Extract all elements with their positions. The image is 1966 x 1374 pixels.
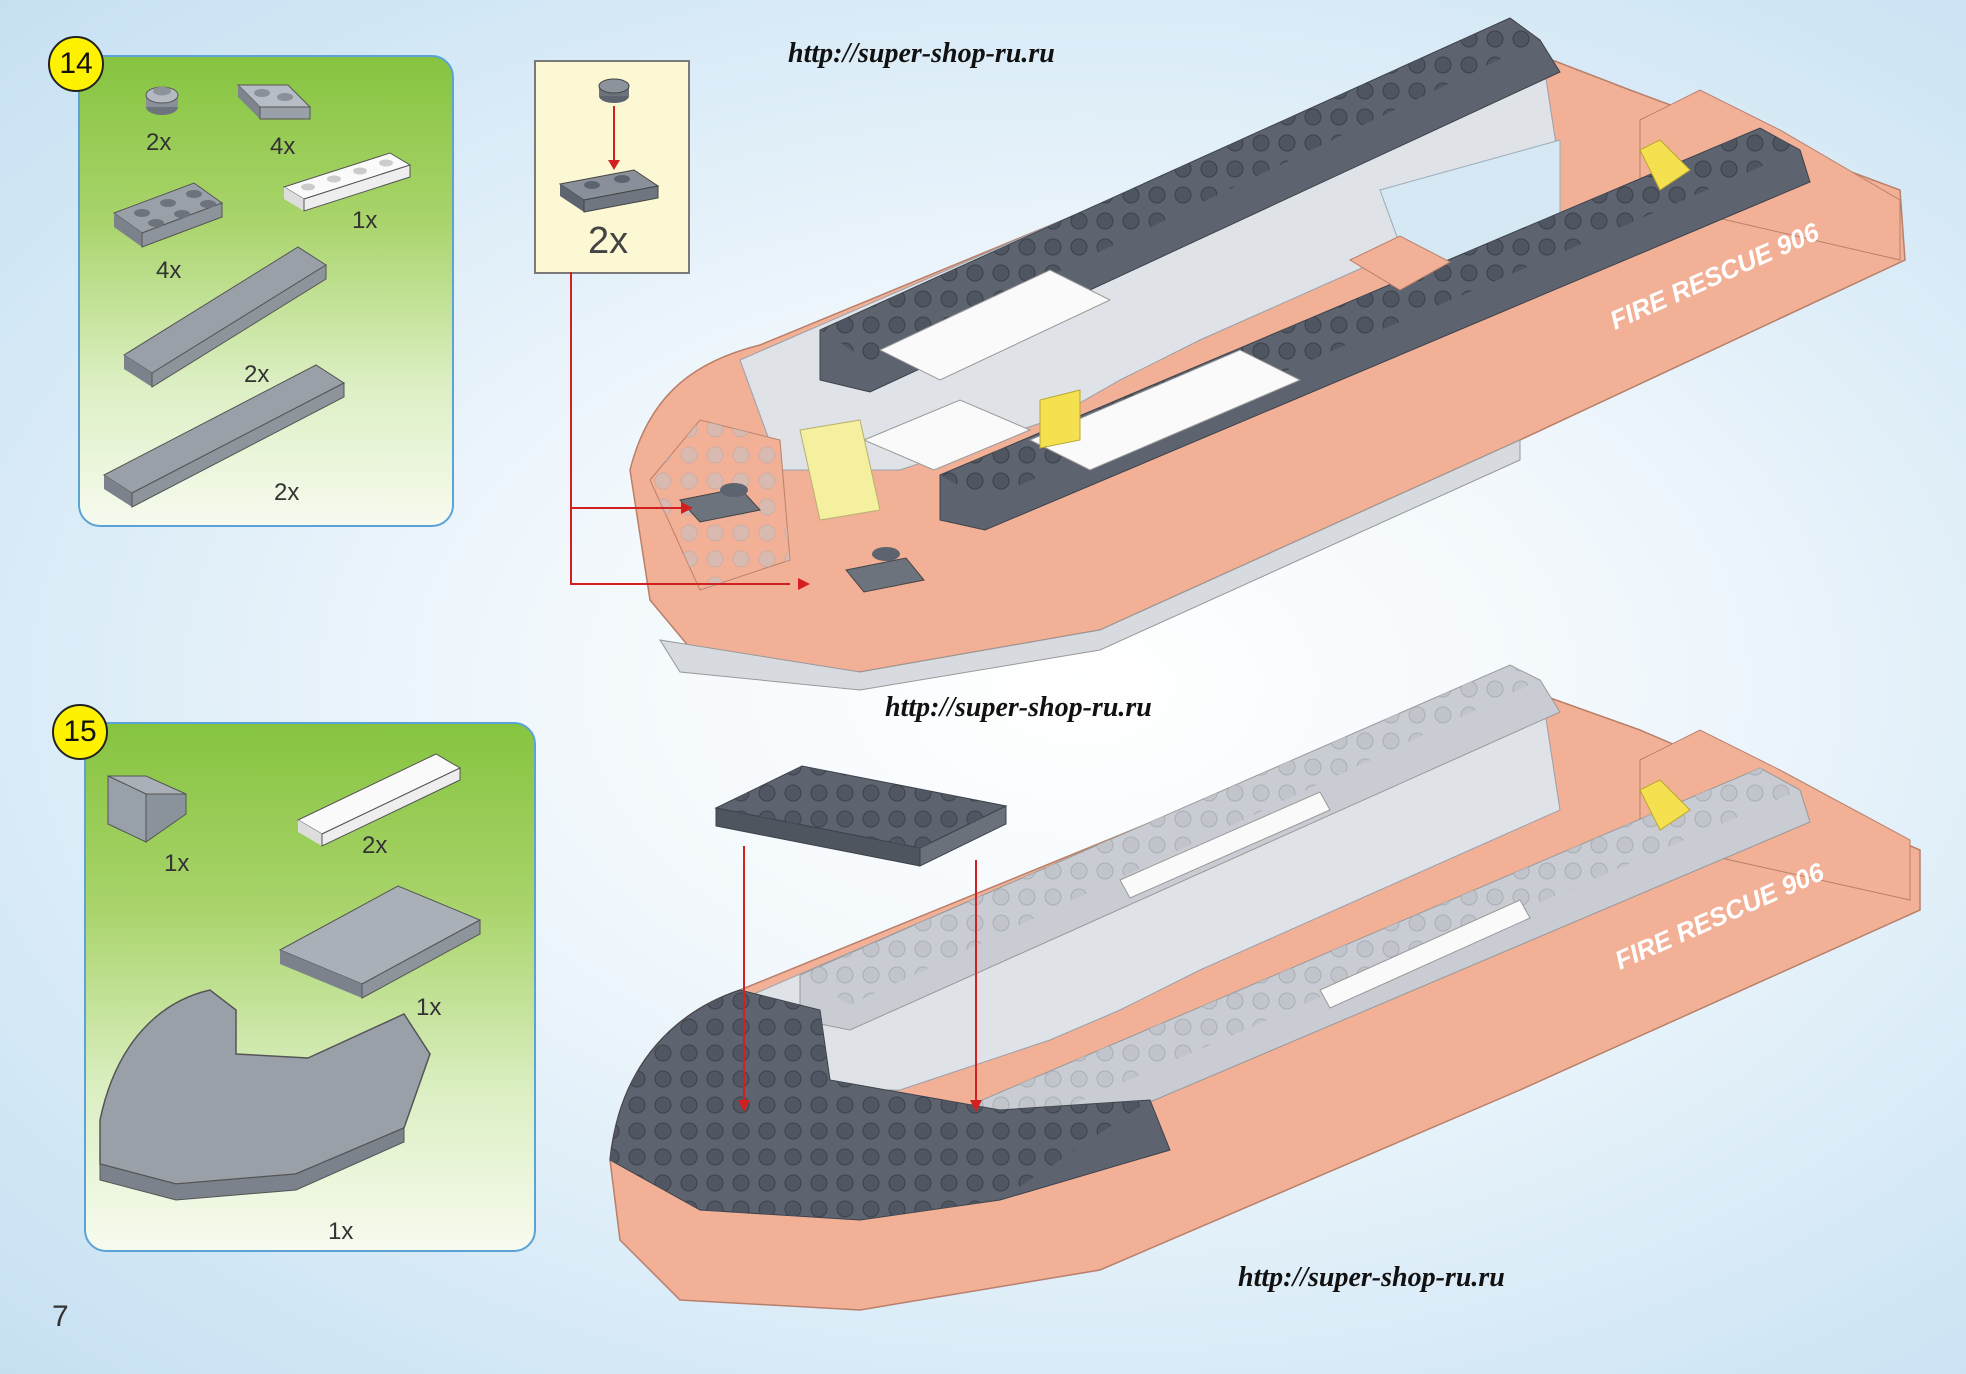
step-15-plate-4x6-placement — [714, 765, 1008, 867]
qty-plate-4x6: 1x — [416, 994, 442, 1021]
callout-qty: 2x — [588, 220, 629, 262]
boat-hull-label-1: FIRE RESCUE 906 — [1605, 216, 1824, 335]
page-number: 7 — [52, 1300, 69, 1333]
qty-plate-2x3: 4x — [156, 257, 182, 284]
watermark-top: http://super-shop-ru.ru — [788, 38, 1055, 69]
plate-4x6 — [278, 885, 482, 999]
qty-bow-wedge-plate: 1x — [328, 1218, 354, 1245]
step-15-arrows — [738, 846, 982, 1112]
step-14-callout-box: 2x — [534, 60, 690, 274]
plate-1x4-white — [282, 152, 412, 212]
qty-slope-brick: 1x — [164, 850, 190, 877]
step-14-arrows — [570, 272, 810, 590]
plate-2x8 — [123, 246, 327, 388]
plate-1x2 — [236, 84, 312, 120]
watermark-middle: http://super-shop-ru.ru — [885, 692, 1152, 723]
step-14-parts-panel: 2x 4x 1x 4x 2x 2x — [78, 55, 454, 527]
slope-brick — [107, 775, 187, 843]
plate-2x3 — [112, 182, 224, 248]
boat-step-15: FIRE RESCUE 906 — [609, 664, 1921, 1311]
qty-plate-2x8-long: 2x — [274, 479, 300, 506]
qty-plate-1x2: 4x — [270, 133, 296, 160]
qty-plate-2x8: 2x — [244, 361, 270, 388]
boat-step-14: FIRE RESCUE 906 — [629, 17, 1906, 691]
qty-plate-1x4-white: 1x — [352, 207, 378, 234]
step-14-badge: 14 — [48, 36, 104, 92]
round-plate-1x1 — [145, 86, 179, 115]
step-14-parts-drawing — [103, 84, 412, 508]
plate-2x8-long — [103, 364, 345, 508]
watermark-bottom: http://super-shop-ru.ru — [1238, 1262, 1505, 1293]
plate-1x6-white — [296, 753, 462, 847]
qty-plate-1x6-white: 2x — [362, 832, 388, 859]
bow-wedge-plate — [99, 989, 431, 1201]
boat-hull-label-2: FIRE RESCUE 906 — [1610, 856, 1829, 975]
step-15-parts-drawing — [99, 753, 482, 1201]
qty-round-plate: 2x — [146, 129, 172, 156]
step-15-badge: 15 — [52, 704, 108, 760]
step-15-parts-panel: 1x 2x 1x 1x — [84, 722, 536, 1252]
